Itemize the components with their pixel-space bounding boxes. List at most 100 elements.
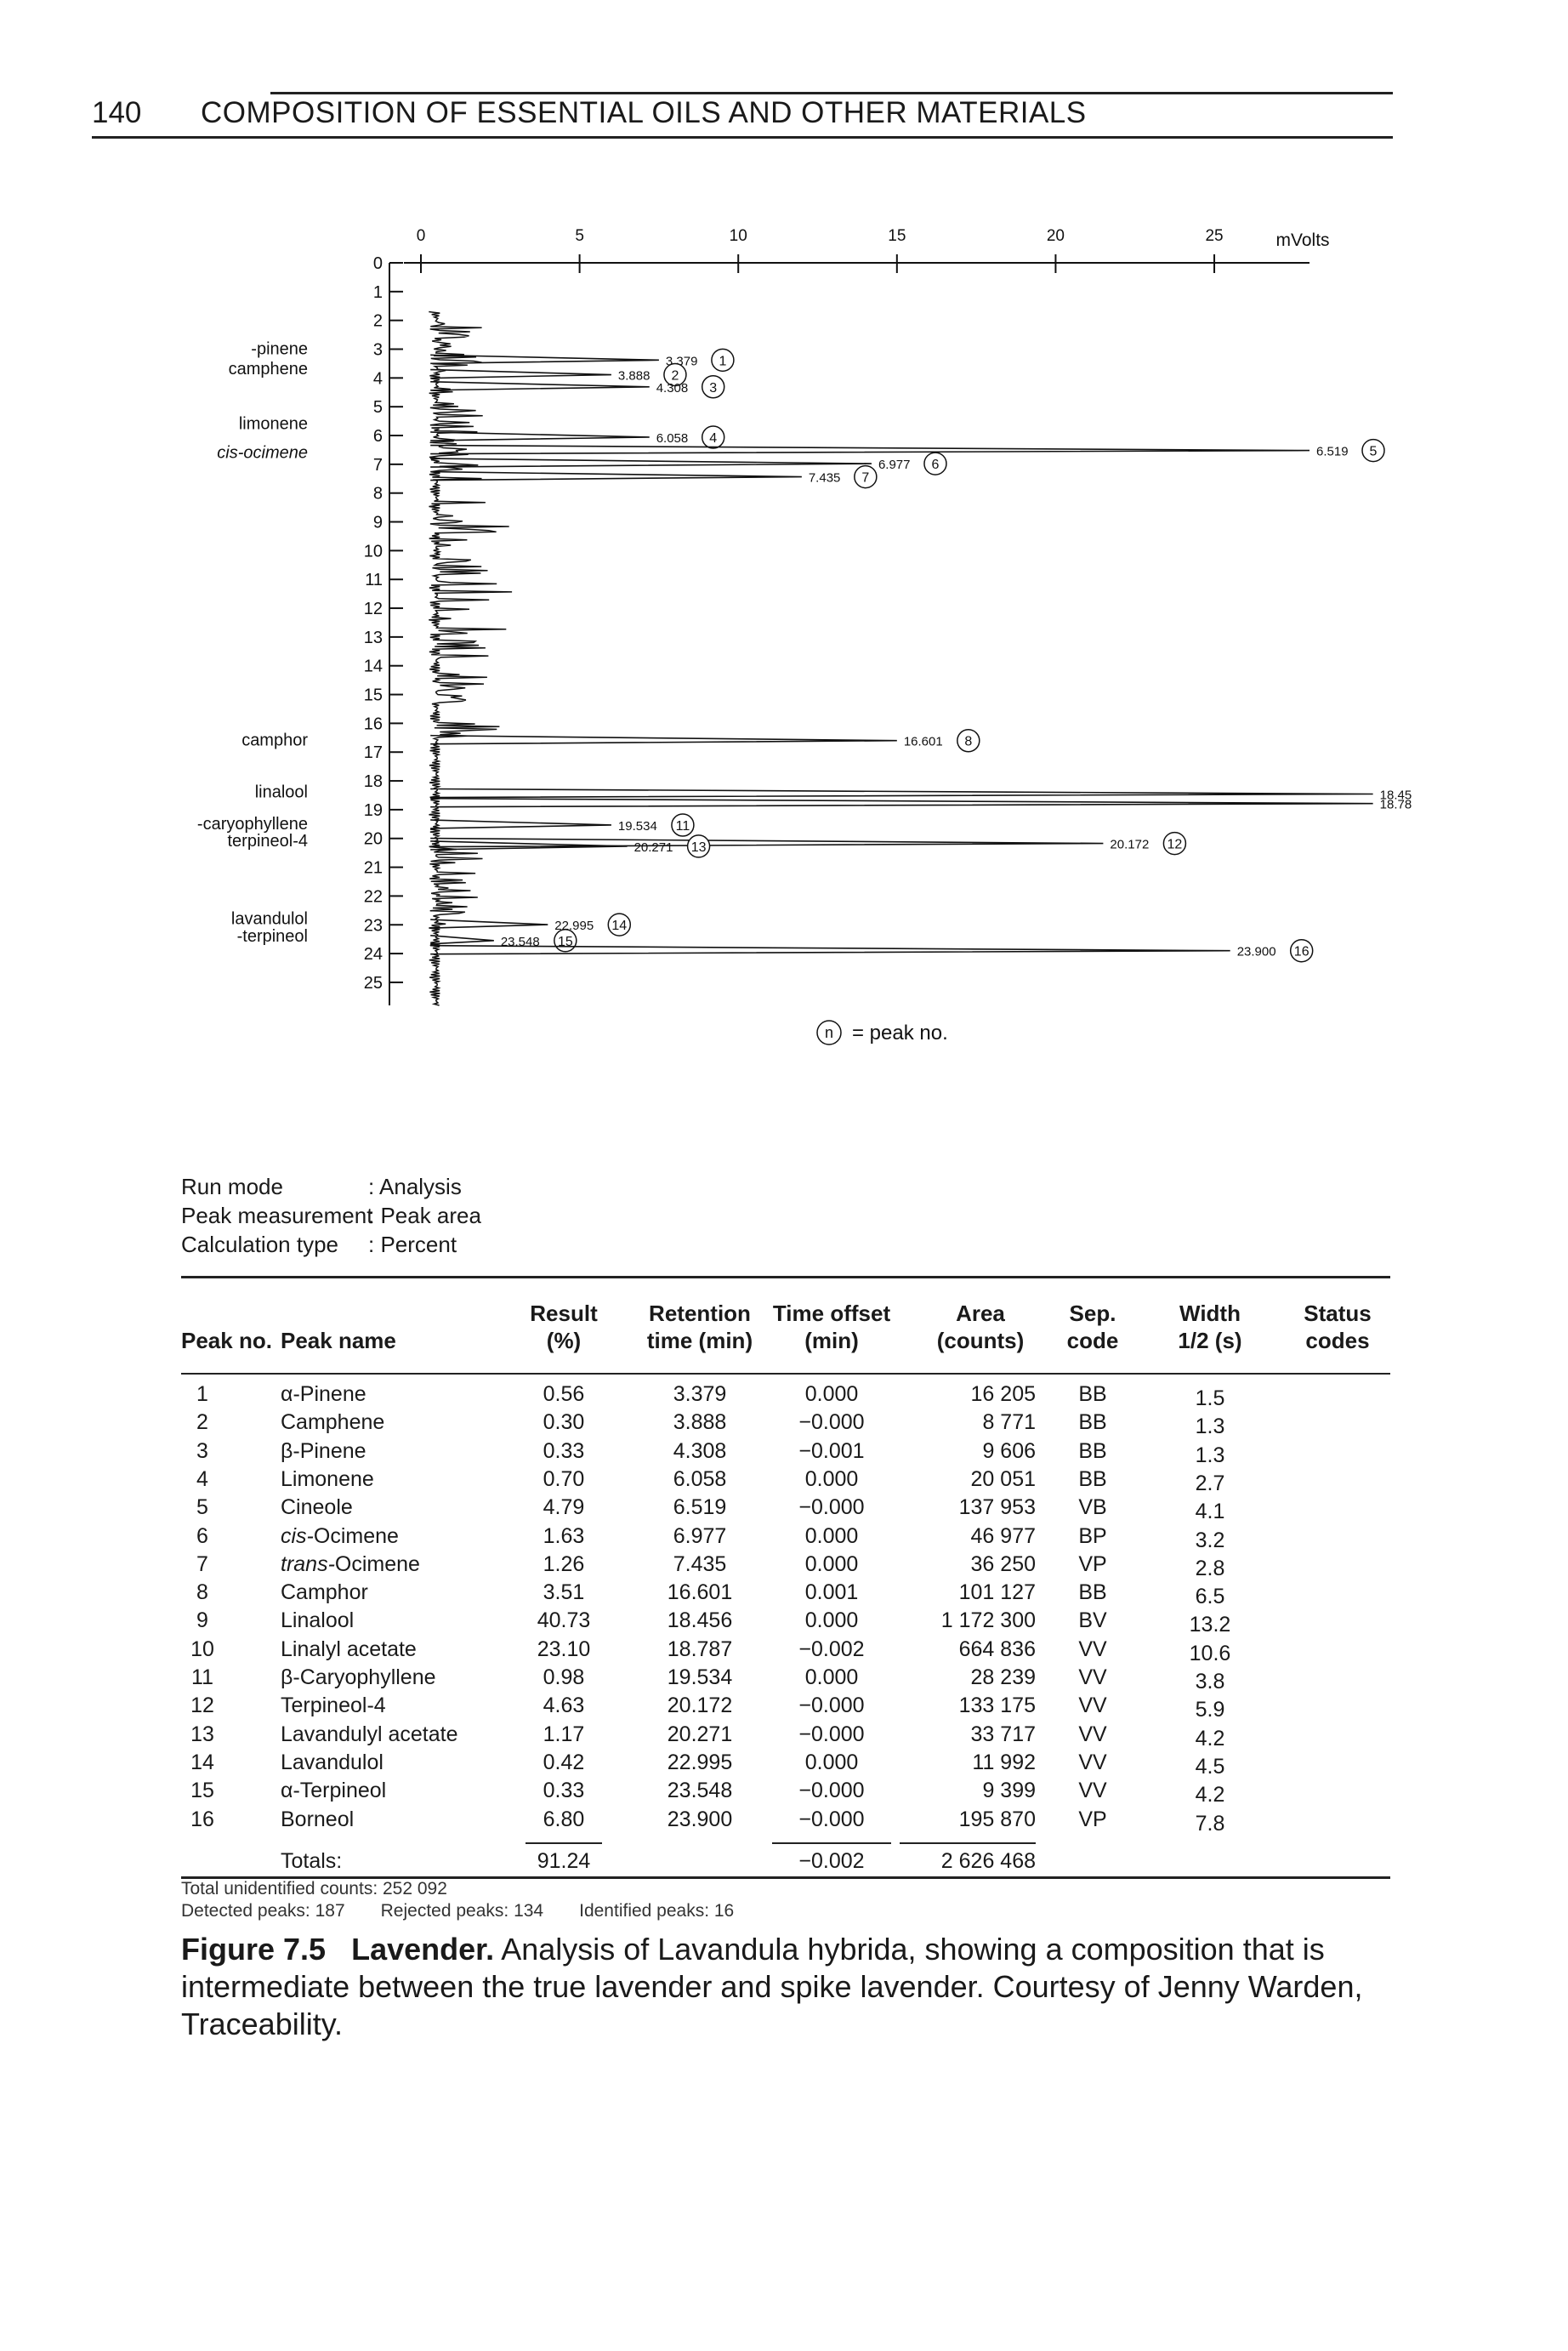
- y-tick-label: 20: [364, 830, 383, 849]
- cell-retention: 6.058: [673, 1466, 727, 1491]
- compound-label: terpineol-4: [227, 832, 308, 851]
- cell-area: 101 127: [958, 1580, 1036, 1605]
- peak-rt-label: 23.900: [1237, 945, 1276, 959]
- cell-sep-code: VV: [1078, 1665, 1107, 1689]
- peak-5: [430, 444, 1310, 455]
- totals-area: 2 626 468: [940, 1848, 1036, 1873]
- cell-retention: 3.379: [673, 1382, 727, 1406]
- cell-peak-name: Cineole: [281, 1495, 353, 1520]
- cell-result: 0.30: [543, 1410, 585, 1435]
- col-header-line: (%): [546, 1328, 582, 1353]
- y-tick-label: 10: [364, 542, 383, 561]
- cell-retention: 20.271: [667, 1722, 733, 1746]
- cell-peak-name: β-Caryophyllene: [281, 1665, 436, 1689]
- y-tick-label: 24: [364, 945, 383, 964]
- cell-peak-no: 7: [196, 1551, 208, 1576]
- peak-marker-circle: [854, 464, 878, 489]
- peak-marker-circle: [1289, 938, 1314, 963]
- cell-peak-no: 1: [196, 1382, 208, 1406]
- y-tick-label: 11: [365, 571, 383, 589]
- running-head: COMPOSITION OF ESSENTIAL OILS AND OTHER …: [201, 96, 1087, 129]
- y-tick-label: 0: [373, 254, 383, 273]
- cell-peak-name: β-Pinene: [281, 1438, 366, 1463]
- cell-offset: −0.000: [798, 1694, 865, 1718]
- peak-number-label: 16: [1294, 945, 1310, 959]
- cell-result: 1.17: [543, 1722, 585, 1746]
- cell-sep-code: BB: [1078, 1438, 1107, 1463]
- peak-number-label: 2: [671, 369, 679, 384]
- peak-rt-label: 6.519: [1316, 445, 1349, 459]
- cell-peak-name: Linalool: [281, 1608, 355, 1633]
- x-tick-label: 0: [417, 227, 426, 245]
- x-tick-label: 15: [888, 227, 906, 245]
- cell-sep-code: BB: [1078, 1580, 1107, 1605]
- cell-retention: 3.888: [673, 1410, 727, 1435]
- peak-marker-circle: [1162, 831, 1187, 856]
- peak-marker-circle: [701, 375, 725, 399]
- peak-number-label: 8: [964, 735, 972, 749]
- col-header-area: Area (counts): [912, 1300, 1048, 1354]
- peak-11: [430, 819, 611, 829]
- cell-retention: 6.977: [673, 1523, 727, 1548]
- cell-width: 1.3: [1195, 1415, 1225, 1439]
- table-rule-top: [181, 1276, 1390, 1278]
- col-header-peak-no: Peak no.: [181, 1328, 272, 1353]
- peak-number-label: 7: [861, 471, 869, 486]
- cell-offset: −0.002: [798, 1637, 865, 1661]
- y-tick-label: 9: [373, 514, 383, 532]
- cell-offset: 0.000: [804, 1466, 859, 1491]
- peak-10: [430, 797, 1373, 808]
- cell-area: 33 717: [970, 1722, 1036, 1746]
- table-rule-bottom: [181, 1876, 1390, 1879]
- cell-peak-name: Camphene: [281, 1410, 385, 1435]
- cell-area: 8 771: [982, 1410, 1036, 1435]
- peak-marker-circle: [957, 728, 980, 753]
- cell-width: 2.8: [1195, 1556, 1225, 1580]
- cell-sep-code: BB: [1078, 1382, 1107, 1406]
- cell-sep-code: VV: [1078, 1637, 1107, 1661]
- cell-width: 13.2: [1189, 1613, 1231, 1637]
- peak-number-label: 6: [932, 458, 940, 472]
- cell-peak-no: 5: [196, 1495, 208, 1520]
- cell-width: 7.8: [1195, 1811, 1225, 1836]
- cell-peak-no: 11: [191, 1665, 213, 1689]
- figure-text: Analysis of Lavandula hybrida, showing a…: [181, 1932, 1363, 2041]
- cell-width: 1.3: [1195, 1443, 1225, 1467]
- cell-offset: −0.000: [798, 1722, 865, 1746]
- cell-area: 664 836: [958, 1637, 1036, 1661]
- cell-peak-no: 13: [190, 1722, 214, 1746]
- cell-area: 46 977: [970, 1523, 1036, 1548]
- cell-retention: 6.519: [673, 1495, 727, 1520]
- y-tick-label: 12: [364, 600, 383, 618]
- run-info-value: : Percent: [368, 1232, 457, 1257]
- cell-result: 4.79: [543, 1495, 585, 1520]
- y-tick-label: 25: [364, 974, 383, 993]
- y-tick-label: 22: [364, 887, 383, 906]
- y-tick-label: 23: [364, 916, 383, 935]
- col-header-width: Width 1/2 (s): [1159, 1300, 1261, 1354]
- y-tick-label: 4: [373, 369, 383, 388]
- header-rule-top: [270, 92, 1393, 94]
- cell-peak-no: 12: [190, 1694, 214, 1718]
- peak-15: [430, 935, 494, 945]
- cell-sep-code: BP: [1078, 1523, 1107, 1548]
- sum-line: [772, 1842, 891, 1844]
- cell-result: 6.80: [543, 1807, 585, 1831]
- cell-result: 0.33: [543, 1438, 585, 1463]
- cell-retention: 18.456: [667, 1608, 733, 1633]
- legend-text: = peak no.: [852, 1022, 948, 1045]
- y-tick-label: 18: [364, 772, 383, 791]
- cell-width: 4.2: [1195, 1783, 1225, 1807]
- peak-number-label: 13: [691, 840, 707, 855]
- figure-label: Figure 7.5: [181, 1932, 327, 1967]
- cell-width: 3.8: [1195, 1670, 1225, 1694]
- cell-offset: −0.000: [798, 1410, 865, 1435]
- peak-marker-circle: [607, 913, 632, 936]
- y-tick-label: 3: [373, 341, 383, 360]
- cell-area: 9 606: [982, 1438, 1036, 1463]
- cell-peak-name: Borneol: [281, 1807, 355, 1831]
- cell-result: 0.33: [543, 1779, 585, 1803]
- cell-peak-name: cis-Ocimene: [281, 1523, 399, 1548]
- col-header-retention: Retention time (min): [632, 1300, 768, 1354]
